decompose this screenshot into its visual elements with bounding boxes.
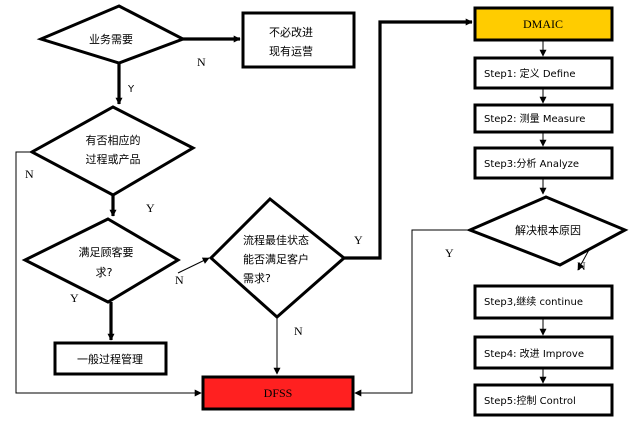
label-root-cause-yes: Y: [445, 246, 454, 260]
meet-customer-line-1: 满足顾客要: [79, 245, 134, 259]
edge-root-yes: [354, 229, 470, 397]
label-best-state-no: N: [294, 324, 303, 338]
meet-customer-line-2: 求?: [96, 266, 113, 279]
no-change-line-1: 不必改进: [269, 25, 313, 39]
box: [201, 375, 355, 411]
decision-business-need: 业务需要: [36, 4, 187, 65]
label-best-state-yes: Y: [354, 233, 363, 247]
root-cause-label: 解决根本原因: [515, 223, 581, 237]
diamond: [28, 105, 197, 197]
no-change-line-2: 现有运营: [269, 44, 313, 58]
business-need-label: 业务需要: [89, 33, 133, 46]
connectors: [15, 18, 591, 397]
best-state-line-2: 能否满足客户: [243, 252, 309, 266]
box: [473, 103, 614, 134]
label-meet-customer-no: N: [175, 273, 184, 287]
process-step1: Step1: 定义 Define: [473, 56, 614, 90]
process-step3b: Step3,继续 continue: [473, 284, 614, 320]
edge-root-no: [577, 247, 591, 271]
decision-root-cause: 解决根本原因: [466, 195, 629, 267]
process-step2: Step2: 测量 Measure: [473, 103, 614, 134]
general-mgmt-label: 一般过程管理: [77, 352, 143, 366]
box: [241, 11, 356, 69]
step5-label: Step5:控制 Control: [484, 394, 576, 407]
dmaic-label: DMAIC: [523, 17, 563, 31]
box: [473, 284, 614, 320]
edge-labels: N Y N Y Y N Y N Y N: [25, 55, 586, 338]
diamond: [466, 195, 629, 267]
step3-label: Step3:分析 Analyze: [484, 157, 579, 170]
edge-best-state-yes: [344, 18, 473, 260]
process-step5: Step5:控制 Control: [473, 383, 614, 417]
diamond: [21, 217, 181, 304]
has-process-line-2: 过程或产品: [86, 152, 141, 166]
diamond: [208, 196, 347, 320]
step4-label: Step4: 改进 Improve: [484, 347, 584, 360]
label-business-need-yes: Y: [127, 84, 135, 95]
box: [53, 341, 168, 376]
decision-meet-customer: 满足顾客要 求?: [21, 217, 181, 304]
box: [473, 335, 614, 370]
step3b-label: Step3,继续 continue: [484, 295, 583, 308]
label-business-need-no: N: [197, 55, 206, 69]
best-state-line-1: 流程最佳状态: [243, 233, 309, 247]
process-no-change: 不必改进 现有运营: [241, 11, 356, 69]
box: [473, 146, 614, 180]
dfss-label: DFSS: [264, 386, 293, 400]
label-meet-customer-yes: Y: [70, 291, 79, 305]
decision-has-process: 有否相应的 过程或产品: [28, 105, 197, 197]
process-step4: Step4: 改进 Improve: [473, 335, 614, 370]
process-dfss: DFSS: [201, 375, 355, 411]
process-dmaic: DMAIC: [473, 6, 614, 42]
step1-label: Step1: 定义 Define: [484, 67, 576, 80]
box: [473, 6, 614, 42]
label-has-process-no: N: [25, 167, 34, 181]
has-process-line-1: 有否相应的: [86, 133, 141, 147]
diamond: [36, 4, 187, 65]
decision-best-state: 流程最佳状态 能否满足客户 需求?: [208, 196, 347, 320]
label-has-process-yes: Y: [146, 201, 155, 215]
edge-has-process-no: [15, 151, 202, 397]
process-step3: Step3:分析 Analyze: [473, 146, 614, 180]
step2-label: Step2: 测量 Measure: [484, 112, 585, 125]
box: [473, 383, 614, 417]
label-root-cause-no: N: [577, 259, 586, 273]
best-state-line-3: 需求?: [243, 272, 271, 285]
box: [473, 56, 614, 90]
edge-meet-customer-no: [177, 257, 210, 274]
process-general-mgmt: 一般过程管理: [53, 341, 168, 376]
